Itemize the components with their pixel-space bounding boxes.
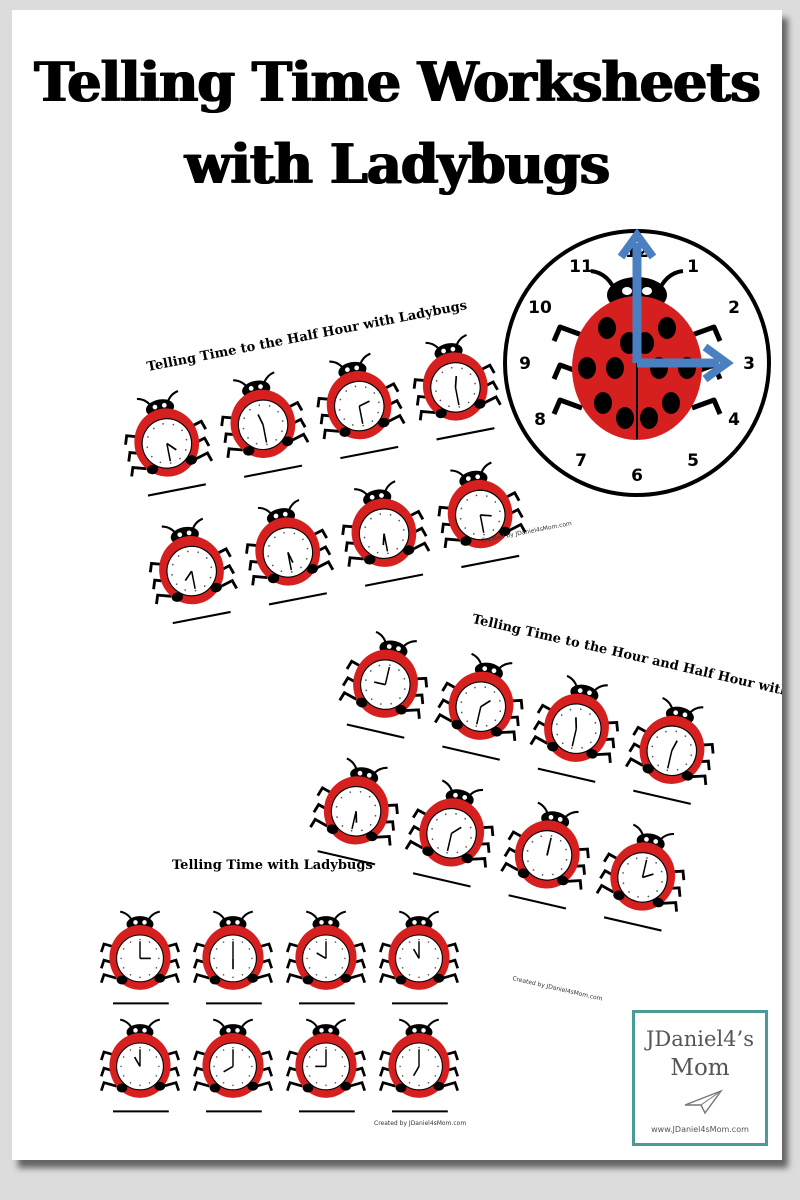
- clock-number-2: 2: [728, 298, 740, 318]
- answer-line: [537, 767, 596, 783]
- ladybug-clock: [286, 910, 366, 1005]
- answer-line: [172, 610, 231, 625]
- ladybug-clock: [595, 823, 686, 932]
- answer-line: [243, 464, 303, 478]
- logo-line-1: JDaniel4’s: [646, 1027, 754, 1051]
- ladybug-clock: [379, 1018, 459, 1113]
- answer-line: [268, 592, 327, 606]
- ladybug-clock: [404, 779, 495, 888]
- page-title-line-1: Telling Time Worksheets: [34, 50, 761, 114]
- clock-number-11: 11: [569, 257, 593, 277]
- clock-number-5: 5: [687, 451, 699, 471]
- ladybug-clock: [500, 801, 590, 910]
- clock-number-1: 1: [687, 257, 699, 277]
- ladybug-clock: [316, 352, 406, 460]
- ladybug-clock: [309, 757, 399, 866]
- ladybug-clock: [437, 461, 527, 569]
- clock-number-9: 9: [519, 354, 531, 374]
- ladybug-clock: [286, 1018, 366, 1113]
- answer-line: [633, 789, 691, 805]
- ladybug-clock: [624, 696, 715, 805]
- answer-line: [508, 894, 567, 910]
- ladybug-clock: [434, 652, 524, 761]
- ladybug-clock: [100, 910, 180, 1005]
- worksheet-title: Telling Time with Ladybugs: [172, 858, 373, 873]
- answer-line: [364, 573, 424, 587]
- ladybug-clock: [379, 910, 459, 1005]
- ladybug-clock: [148, 517, 238, 625]
- ladybug-clock: [100, 1018, 180, 1113]
- ladybug-clock: [220, 371, 310, 478]
- pin-card: Telling Time Worksheets with Ladybugs 1 2…: [12, 10, 782, 1160]
- logo-line-2: Mom: [670, 1055, 730, 1081]
- answer-line: [147, 483, 206, 497]
- answer-line: [461, 554, 520, 569]
- worksheet-credit: Created by JDaniel4sMom.com: [374, 1120, 467, 1127]
- answer-line: [346, 723, 405, 739]
- ladybug-clock: [341, 480, 431, 587]
- clock-number-10: 10: [528, 298, 552, 318]
- ladybug-clock-grid: [124, 333, 527, 625]
- answer-line: [412, 872, 471, 888]
- minute-hand: [617, 228, 657, 363]
- hour-hand: [637, 343, 734, 383]
- jdaniel4s-mom-logo: JDaniel4’s Mom www.JDaniel4sMom.com: [632, 1010, 768, 1146]
- page-title-line-2: with Ladybugs: [184, 132, 610, 196]
- ladybug-clock: [193, 1018, 273, 1113]
- answer-line: [436, 427, 495, 441]
- answer-line: [317, 850, 376, 866]
- clock-number-4: 4: [728, 410, 740, 430]
- clock-number-8: 8: [534, 410, 546, 430]
- ladybug-clock: [124, 390, 214, 497]
- ladybug-clock-grid: [309, 630, 715, 932]
- big-ladybug-clock: 123456789101112: [503, 228, 771, 497]
- ladybug-clock: [338, 630, 429, 739]
- clock-number-3: 3: [743, 354, 755, 374]
- logo-url: www.JDaniel4sMom.com: [651, 1125, 749, 1134]
- clock-number-6: 6: [631, 466, 643, 486]
- paper-plane-icon: [684, 1089, 723, 1115]
- answer-line: [603, 916, 662, 932]
- ladybug-clock: [245, 498, 335, 606]
- ladybug-clock-grid: [100, 910, 459, 1113]
- clock-number-7: 7: [575, 451, 587, 471]
- ladybug-clock: [412, 333, 502, 441]
- ladybug-clock: [529, 674, 620, 783]
- answer-line: [340, 445, 399, 460]
- ladybug-clock: [193, 910, 273, 1005]
- answer-line: [442, 745, 500, 761]
